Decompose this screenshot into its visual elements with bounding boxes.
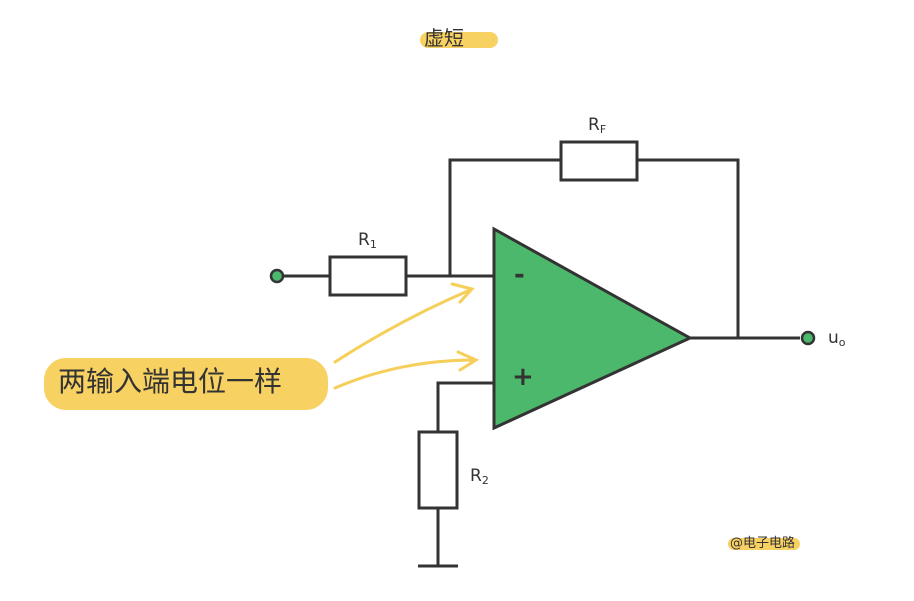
wire-plus-to-r2	[436, 381, 494, 432]
label-r2-sub: 2	[481, 474, 489, 487]
label-r1: R1	[358, 230, 377, 251]
resistor-rf	[559, 140, 639, 182]
label-r2-main: R	[470, 466, 482, 486]
opamp-triangle	[492, 226, 694, 431]
inverting-input-sign: -	[514, 260, 525, 290]
label-output: uo	[828, 328, 846, 349]
title-highlight	[420, 32, 498, 48]
input-terminal	[269, 268, 285, 284]
callout-arrows	[333, 282, 480, 390]
label-r1-main: R	[358, 230, 370, 250]
wire-feedback-left	[448, 158, 561, 276]
wire-feedback-right	[637, 158, 740, 338]
wires	[284, 158, 800, 568]
label-r2: R2	[470, 466, 489, 487]
watermark: @电子电路	[730, 536, 796, 551]
output-terminal	[800, 330, 816, 346]
arrow-to-plus-head	[456, 350, 480, 372]
arrow-to-minus	[333, 288, 472, 364]
callout-highlight	[44, 358, 328, 410]
label-rf-sub: F	[599, 123, 607, 136]
label-rf-main: R	[588, 115, 600, 135]
label-output-main: u	[828, 328, 839, 348]
resistor-r2	[417, 430, 459, 510]
arrow-to-minus-head	[450, 282, 475, 304]
resistor-r1	[328, 255, 408, 297]
noninverting-input-sign: +	[512, 362, 534, 392]
diagram-title: 虚短	[424, 26, 464, 50]
label-r1-sub: 1	[369, 238, 377, 251]
callout-text: 两输入端电位一样	[58, 365, 283, 398]
arrow-to-plus	[333, 358, 477, 390]
label-output-sub: o	[838, 336, 846, 349]
watermark-highlight	[728, 538, 800, 550]
label-rf: RF	[588, 115, 606, 136]
